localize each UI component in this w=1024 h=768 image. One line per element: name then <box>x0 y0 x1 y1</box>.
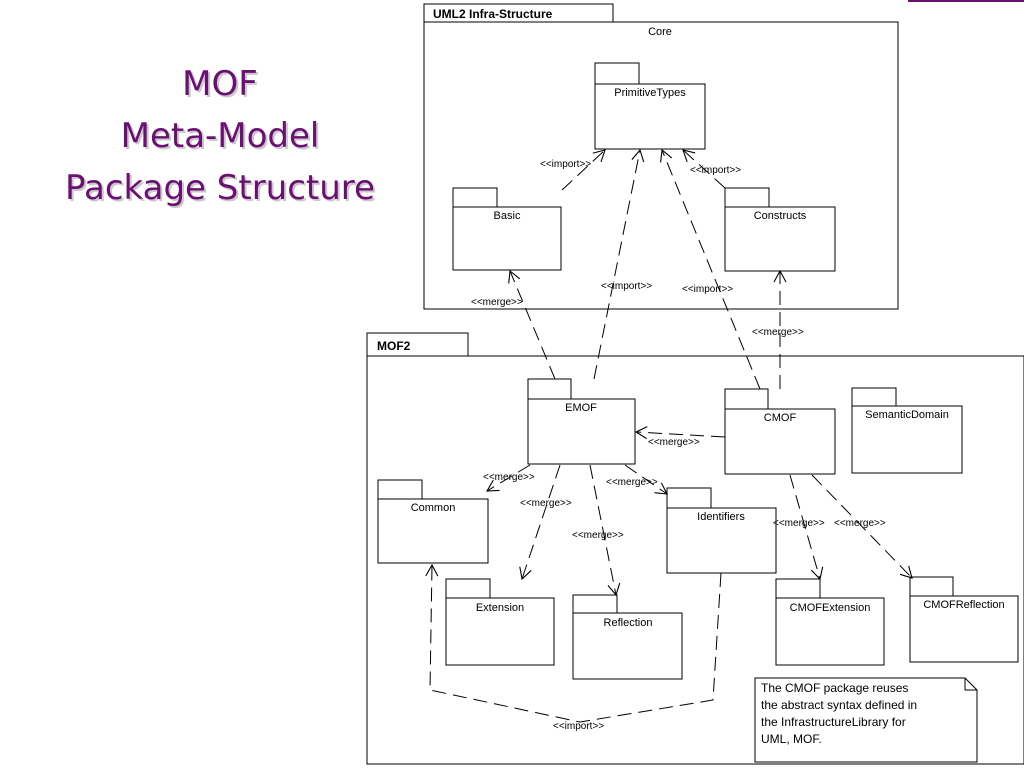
relation-label: <<merge>> <box>483 472 535 483</box>
dependency-lines <box>425 148 913 723</box>
uml2-frame-body <box>423 21 899 310</box>
mof2-frame-title: MOF2 <box>377 339 411 353</box>
mof2-frame: MOF2 <box>366 332 1024 765</box>
package-label: Common <box>411 502 456 514</box>
package-label: CMOF <box>764 412 797 424</box>
cmof-merge-cmofreflection-arrow <box>811 474 913 579</box>
emof-merge-common-arrow <box>486 464 531 492</box>
package-cmof: CMOF <box>724 388 836 475</box>
relation-label: <<merge>> <box>752 327 804 338</box>
package-label: PrimitiveTypes <box>614 87 686 99</box>
relation-label: <<merge>> <box>606 477 658 488</box>
slide-title-line-1: MOF <box>182 64 258 104</box>
package-label: Basic <box>494 210 521 222</box>
note-line-1: The CMOF package reuses <box>761 681 908 695</box>
slide-title-line-3: Package Structure <box>65 168 375 208</box>
package-label: Identifiers <box>697 511 745 523</box>
cmof-merge-cmofextension-arrow <box>789 474 824 581</box>
basic-import-primitivetypes-arrow <box>561 149 606 191</box>
package-identifiers: Identifiers <box>666 487 777 574</box>
package-label: SemanticDomain <box>865 409 949 421</box>
cmof-note: The CMOF package reuses the abstract syn… <box>754 677 978 763</box>
mof2-frame-body <box>366 355 1024 765</box>
emof-merge-reflection-arrow <box>589 464 621 597</box>
slide-title: MOF Meta-Model Package Structure <box>30 58 410 214</box>
package-cmofreflection: CMOFReflection <box>909 576 1019 663</box>
package-label: CMOFReflection <box>923 599 1004 611</box>
relation-label: <<merge>> <box>520 498 572 509</box>
package-primitivetypes: PrimitiveTypes <box>594 62 706 150</box>
relation-label: <<merge>> <box>648 437 700 448</box>
package-reflection: Reflection <box>572 594 683 680</box>
relation-label: <<import>> <box>601 281 652 292</box>
top-accent-line <box>908 0 1024 2</box>
package-constructs: Constructs <box>724 187 836 272</box>
package-common: Common <box>377 479 489 564</box>
package-label: CMOFExtension <box>790 602 871 614</box>
package-label: Reflection <box>604 617 653 629</box>
core-label: Core <box>648 26 672 38</box>
relation-label: <<merge>> <box>471 297 523 308</box>
package-label: Constructs <box>754 210 807 222</box>
identifiers-import-common-arrow <box>425 563 722 723</box>
slide-title-line-2: Meta-Model <box>120 116 320 156</box>
package-basic: Basic <box>452 187 562 271</box>
package-label: Extension <box>476 602 524 614</box>
note-line-4: UML, MOF. <box>761 732 822 746</box>
relation-label: <<merge>> <box>773 518 825 529</box>
relation-label: <<merge>> <box>572 530 624 541</box>
relation-label: <<import>> <box>690 165 741 176</box>
package-emof: EMOF <box>527 378 636 465</box>
emof-merge-basic-arrow <box>508 269 556 380</box>
package-extension: Extension <box>445 578 555 666</box>
relation-label: <<import>> <box>682 284 733 295</box>
note-line-2: the abstract syntax defined in <box>761 698 917 712</box>
constructs-import-primitivetypes-arrow <box>682 149 726 189</box>
cmof-merge-emof-arrow <box>634 426 726 440</box>
relation-label: <<merge>> <box>834 518 886 529</box>
emof-import-primitivetypes-arrow <box>593 148 645 380</box>
relation-labels: <<import>> <<import>> <<import>> <<impor… <box>471 159 886 732</box>
relation-label: <<import>> <box>540 159 591 170</box>
relation-label: <<import>> <box>553 721 604 732</box>
cmof-import-primitivetypes-arrow <box>660 148 761 390</box>
emof-merge-identifiers-arrow <box>624 464 668 495</box>
note-line-3: the InfrastructureLibrary for <box>761 715 906 729</box>
package-cmofextension: CMOFExtension <box>775 578 885 666</box>
uml2-frame-title: UML2 Infra-Structure <box>433 7 553 21</box>
uml2-infrastructure-frame: UML2 Infra-Structure Core <box>423 3 899 310</box>
package-label: EMOF <box>565 402 597 414</box>
package-semanticdomain: SemanticDomain <box>851 387 963 474</box>
